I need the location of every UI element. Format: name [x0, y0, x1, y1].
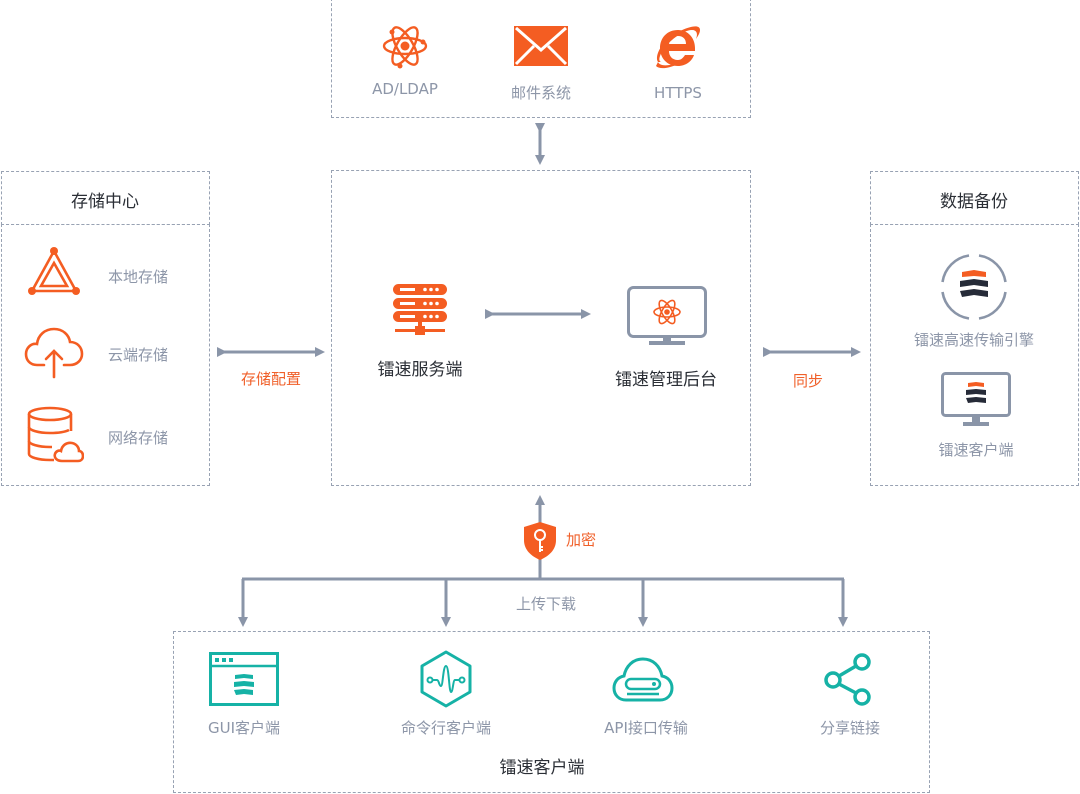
server-icon: [393, 284, 447, 335]
admin-monitor-icon: [627, 286, 707, 345]
server-label: 镭速服务端: [377, 360, 463, 380]
client-label-gui: GUI客户端: [207, 719, 281, 737]
backup-title: 数据备份: [940, 192, 1008, 212]
atom-icon: [382, 26, 428, 69]
storage-label-local: 本地存储: [108, 268, 169, 286]
client-item-api: [612, 656, 674, 704]
client-item-share: [822, 652, 876, 708]
storage-item-cloud: [24, 325, 84, 381]
client-item-cli: [419, 650, 473, 708]
storage-title: 存储中心: [71, 192, 139, 212]
encrypt-badge: [522, 521, 558, 561]
integrations-box: [331, 0, 751, 118]
sync-label: 同步: [792, 372, 824, 390]
clients-box: [173, 631, 930, 793]
client-label-share: 分享链接: [819, 719, 881, 737]
cli-wave-icon: [420, 650, 472, 708]
backup-item-client: [941, 372, 1011, 428]
engine-logo-icon: [941, 254, 1007, 320]
gui-window-icon: [209, 652, 279, 706]
transfer-label: 上传下载: [515, 595, 577, 613]
integration-label-https: HTTPS: [654, 84, 702, 102]
share-icon: [824, 653, 871, 706]
storage-label-network: 网络存储: [108, 429, 169, 447]
backup-label-client: 镭速客户端: [938, 441, 1014, 459]
storage-items-box: [1, 224, 210, 486]
encrypt-label: 加密: [566, 531, 597, 549]
client-label-api: API接口传输: [604, 719, 688, 737]
client-item-gui: [209, 652, 279, 706]
integration-item-adldap: [380, 22, 430, 70]
integration-label-mail: 邮件系统: [510, 84, 572, 102]
server-node: [393, 284, 447, 336]
triangle-nodes-icon: [28, 247, 80, 295]
client-label-cli: 命令行客户端: [400, 719, 492, 737]
monitor-logo-icon: [941, 372, 1011, 426]
admin-node: [627, 286, 707, 346]
storage-item-network: [26, 405, 84, 463]
backup-items-box: [870, 224, 1079, 486]
backup-item-engine: [940, 253, 1008, 321]
server-box: [331, 170, 751, 486]
cloud-upload-icon: [24, 327, 84, 379]
api-cloud-icon: [612, 657, 674, 702]
clients-title: 镭速客户端: [499, 758, 585, 778]
integration-item-mail: [514, 26, 568, 66]
integration-item-https: [652, 20, 704, 72]
ie-browser-icon: [656, 26, 700, 69]
storage-item-local: [26, 245, 82, 297]
admin-label: 镭速管理后台: [615, 370, 717, 390]
storage-config-label: 存储配置: [240, 370, 302, 388]
shield-key-icon: [524, 522, 556, 560]
database-cloud-icon: [27, 406, 84, 463]
mail-icon: [514, 26, 568, 66]
storage-label-cloud: 云端存储: [108, 346, 169, 364]
integration-label-adldap: AD/LDAP: [372, 80, 438, 98]
backup-label-engine: 镭速高速传输引擎: [913, 331, 1035, 349]
